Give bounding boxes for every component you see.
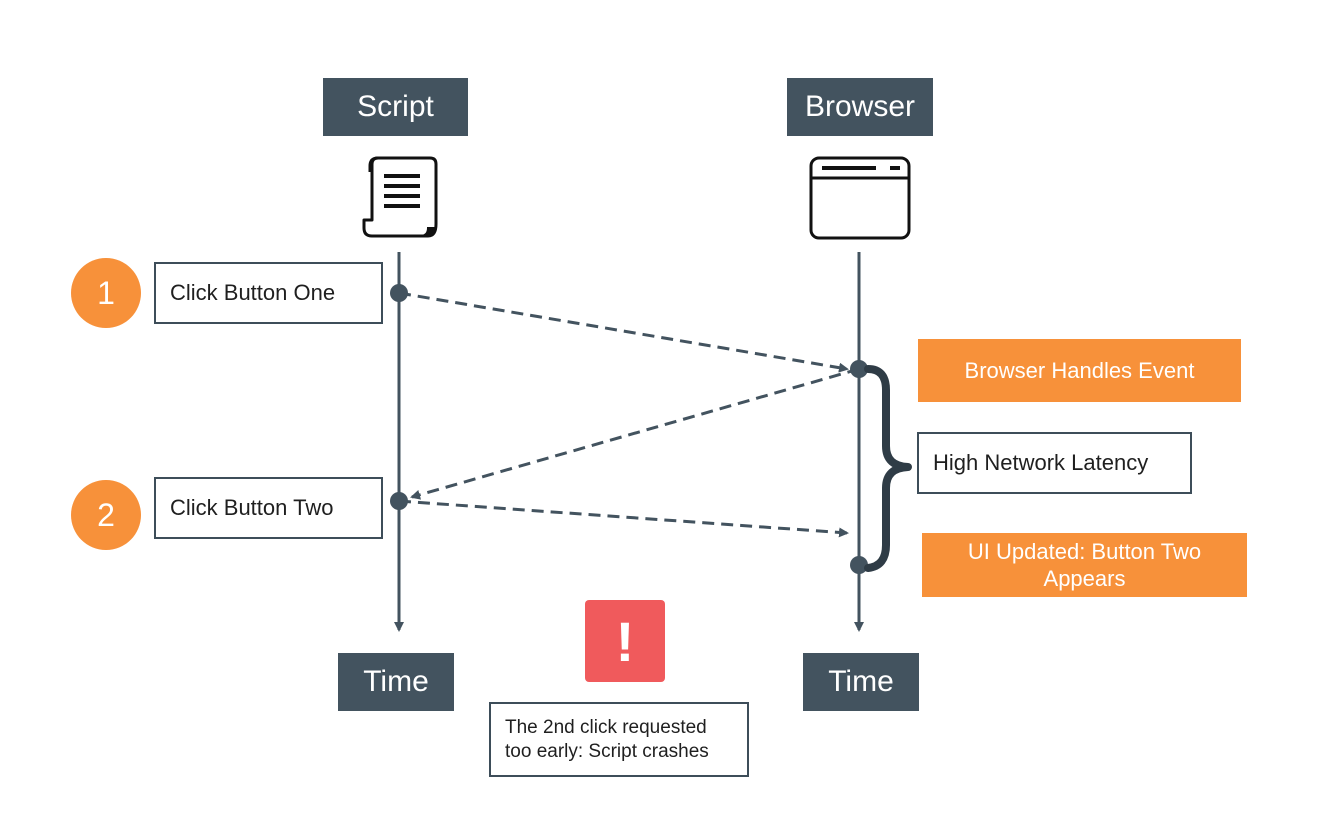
step-box-click-button-two: Click Button Two — [154, 477, 383, 539]
crash-message-box: The 2nd click requested too early: Scrip… — [489, 702, 749, 777]
step-badge-1: 1 — [71, 258, 141, 328]
ui-updated-line-2: Appears — [1043, 566, 1126, 591]
step-badge-2: 2 — [71, 480, 141, 550]
crash-message-line-2: too early: Script crashes — [505, 740, 709, 762]
exclamation-icon: ! — [585, 600, 665, 682]
latency-text: High Network Latency — [933, 450, 1149, 475]
step-label: Click Button Two — [170, 495, 334, 520]
event-text: Browser Handles Event — [964, 358, 1195, 383]
latency-brace — [864, 365, 912, 572]
event-dot-click-two — [390, 492, 408, 510]
message-arrow-click-two — [398, 499, 849, 538]
browser-handles-event-label: Browser Handles Event — [918, 339, 1241, 402]
message-arrow-click-one — [398, 291, 849, 373]
browser-window-icon — [809, 156, 911, 240]
script-lane-header: Script — [323, 78, 468, 136]
browser-time-label: Time — [803, 653, 919, 711]
event-dot-ui-updated — [850, 556, 868, 574]
ui-updated-line-1: UI Updated: Button Two — [967, 539, 1202, 564]
message-arrow-return — [410, 367, 860, 500]
step-label: Click Button One — [170, 280, 336, 305]
step-box-click-button-one: Click Button One — [154, 262, 383, 324]
browser-lane-header: Browser — [787, 78, 933, 136]
high-network-latency-box: High Network Latency — [917, 432, 1192, 494]
scroll-icon — [362, 156, 438, 238]
ui-updated-label: UI Updated: Button Two Appears — [922, 533, 1247, 597]
crash-message-line-1: The 2nd click requested — [505, 716, 707, 738]
script-time-label: Time — [338, 653, 454, 711]
event-dot-click-one — [390, 284, 408, 302]
event-dot-handles-event — [850, 360, 868, 378]
